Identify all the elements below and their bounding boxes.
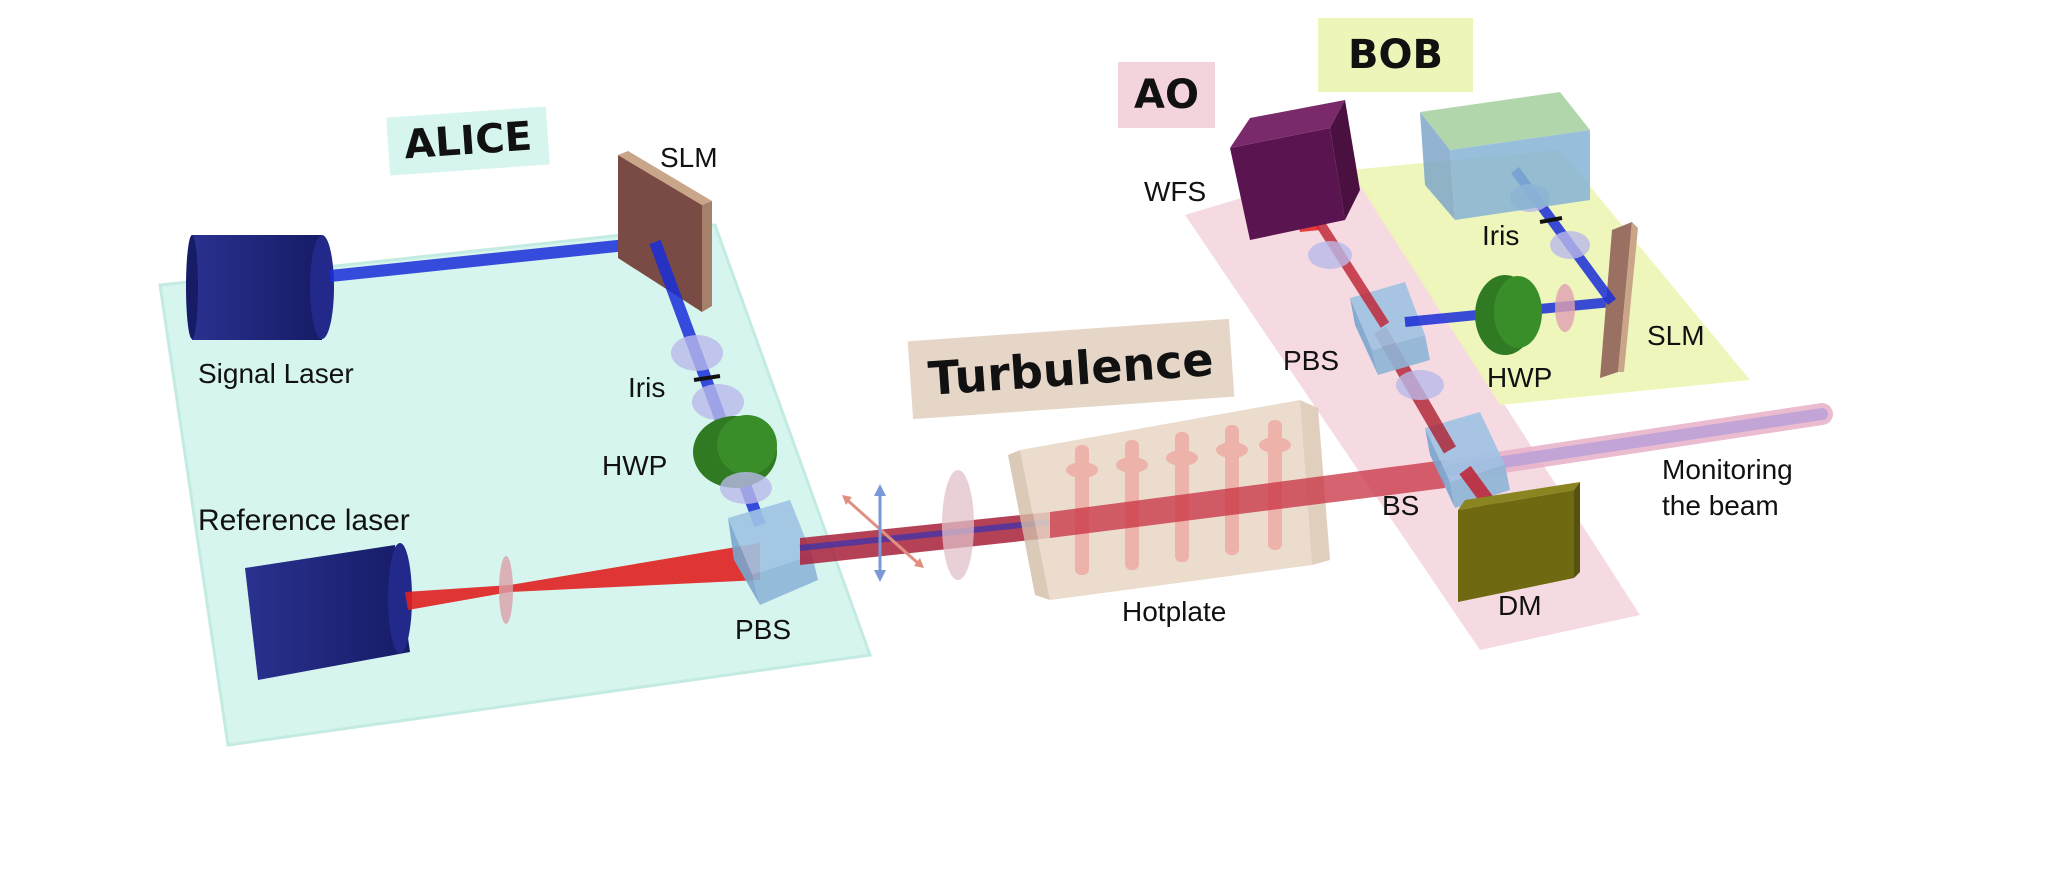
reference-beam-cone (405, 585, 510, 610)
pbs-alice-label: PBS (735, 614, 792, 645)
monitoring-label-line1: Monitoring (1662, 454, 1793, 485)
lens-icon (671, 335, 723, 371)
beam-through-turbulence (1050, 460, 1445, 538)
reference-laser (245, 543, 412, 680)
dm-label: DM (1498, 590, 1542, 621)
lens-icon (1550, 231, 1590, 259)
bob-title: BOB (1318, 18, 1473, 92)
iris-icon (693, 374, 721, 382)
lens-icon (1308, 241, 1352, 269)
combined-beam-signal (799, 519, 1051, 551)
wfs-label: WFS (1144, 176, 1207, 207)
slm-bob (1600, 222, 1638, 378)
pbs-bob-label: PBS (1283, 345, 1340, 376)
pbs-alice (728, 500, 818, 605)
hotplate-label: Hotplate (1122, 596, 1227, 627)
signal-laser-label: Signal Laser (198, 358, 354, 389)
lens-icon (1555, 284, 1575, 332)
signal-laser (186, 235, 334, 340)
iris-icon (1539, 216, 1563, 224)
monitoring-beam-core (1444, 408, 1828, 476)
combined-beam (800, 512, 1050, 565)
lens-icon (692, 384, 744, 420)
bob-detector (1420, 92, 1590, 220)
wavefront-sensor (1230, 100, 1360, 240)
hwp-alice-label: HWP (602, 450, 668, 481)
signal-beam (329, 236, 656, 282)
iris-bob-label: Iris (1482, 220, 1520, 251)
bs-label: BS (1382, 490, 1420, 521)
reference-beam-expand (510, 543, 760, 592)
alice-title: ALICE (386, 106, 550, 176)
polarization-arrows-icon (842, 484, 924, 582)
hwp-bob-label: HWP (1487, 362, 1553, 393)
lens-icon (1396, 370, 1444, 400)
slm-alice-label: SLM (660, 142, 718, 173)
hwp-alice (693, 415, 777, 488)
reference-laser-label: Reference laser (198, 504, 410, 537)
ao-title: AO (1118, 62, 1215, 128)
lens-icon (942, 470, 974, 580)
deformable-mirror (1458, 482, 1580, 602)
monitoring-label-line2: the beam (1662, 490, 1779, 521)
slm-alice (618, 151, 712, 312)
lens-icon (499, 556, 513, 624)
slm-bob-label: SLM (1647, 320, 1705, 351)
hwp-bob (1475, 275, 1542, 355)
lens-icon (720, 472, 772, 504)
iris-alice-label: Iris (628, 372, 666, 403)
